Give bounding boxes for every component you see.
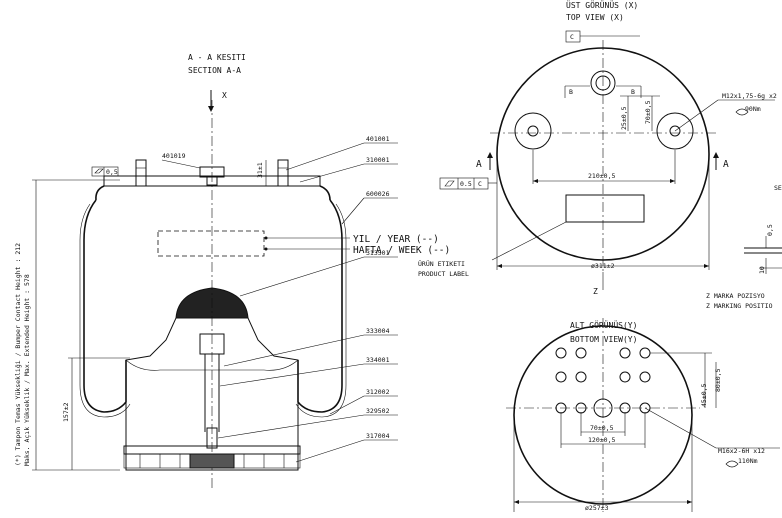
note-max-height: Maks. Açık Yükseklik / Max. Extended Hei… xyxy=(23,274,31,466)
dim-45: 45±0,5 xyxy=(700,383,708,407)
part-401019: 401019 xyxy=(162,152,186,160)
part-313501: 313501 xyxy=(366,249,390,257)
section-title-en: SECTION A-A xyxy=(188,66,241,75)
part-401001: 401001 xyxy=(366,135,390,143)
partial-dim-05: 0,5 xyxy=(766,224,774,236)
dim-157: 157±2 xyxy=(62,402,70,422)
bottom-view-title-en: BOTTOM VIEW(Y) xyxy=(570,335,637,344)
bottom-view-title-tr: ALT GÖRÜNÜS(Y) xyxy=(570,320,637,330)
z-marker: Z xyxy=(593,287,598,296)
z-marking-title-en: Z MARKING POSITIO xyxy=(706,302,773,310)
part-329502: 329502 xyxy=(366,407,390,415)
dim-diameter-top: ø311±2 xyxy=(591,262,615,270)
part-310001: 310001 xyxy=(366,156,390,164)
top-view: ÜST GÖRÜNÜS (X) TOP VIEW (X) C A A B B 2 xyxy=(418,0,777,296)
product-label-en: PRODUCT LABEL xyxy=(418,270,469,278)
part-600026: 600026 xyxy=(366,190,390,198)
part-334001: 334001 xyxy=(366,356,390,364)
part-317004: 317004 xyxy=(366,432,390,440)
part-312002: 312002 xyxy=(366,388,390,396)
dim-210: 210±0,5 xyxy=(588,172,615,180)
torque-icon-top xyxy=(735,108,749,116)
section-title-tr: A - A KESITI xyxy=(188,53,246,62)
stud-right-top xyxy=(656,112,694,150)
torque-top: 90Nm xyxy=(745,105,761,113)
dim-05-section: 0,5 xyxy=(106,168,118,176)
dim-80: 80±0,5 xyxy=(714,368,722,392)
part-333004: 333004 xyxy=(366,327,390,335)
x-marker: X xyxy=(222,91,227,100)
product-label-area xyxy=(565,194,645,223)
part-callouts: 401001 310001 600026 313501 333004 33400… xyxy=(217,135,398,463)
bellow-right xyxy=(297,199,343,413)
air-inlet-top xyxy=(590,70,616,96)
piston xyxy=(125,317,299,471)
dim-120: 120±0,5 xyxy=(588,436,615,444)
datum-c-box xyxy=(565,30,581,43)
partial-dim-10: 10 xyxy=(758,266,766,274)
note-bumper-height: (*) Tampon Temas Yüksekliği / Bumper Con… xyxy=(14,243,22,466)
date-marking-box xyxy=(157,230,265,257)
section-a-right: A xyxy=(723,159,729,170)
torque-bottom: 110Nm xyxy=(738,457,758,465)
z-marking-partial: SE Z MARKA POZISYO Z MARKING POSITIO 0,5… xyxy=(706,184,782,310)
datum-c: C xyxy=(570,33,574,41)
dim-diameter-bottom: ø257±3 xyxy=(585,504,609,512)
stud-left xyxy=(135,159,147,187)
stud-left-top xyxy=(514,112,552,150)
se-label: SE xyxy=(774,184,782,192)
top-view-title-en: TOP VIEW (X) xyxy=(566,13,624,22)
section-a-left: A xyxy=(476,159,482,170)
thread-top: M12x1,75-6g x2 xyxy=(722,92,777,100)
torque-icon-bottom xyxy=(725,460,739,468)
week-label: HAFTA / WEEK (--) xyxy=(353,245,450,256)
flatness-datum: C xyxy=(478,180,482,188)
dim-70-bottom: 70±0,5 xyxy=(590,424,614,432)
dim-25: 25±0,5 xyxy=(620,106,628,130)
dim-31: 31±1 xyxy=(256,162,264,178)
flatness-box xyxy=(439,177,489,190)
z-marking-title-tr: Z MARKA POZISYO xyxy=(706,292,765,300)
label-b-right: B xyxy=(631,88,635,96)
stud-right xyxy=(277,159,289,187)
bottom-view: ALT GÖRÜNÜS(Y) BOTTOM VIEW(Y) 80±0,5 45±… xyxy=(506,318,780,512)
view-arrow-head xyxy=(208,106,214,112)
flatness-box-section xyxy=(91,166,119,177)
product-label-tr: ÜRÜN ETIKETI xyxy=(418,259,465,268)
year-label: YIL / YEAR (--) xyxy=(353,234,439,245)
section-view: A - A KESITI SECTION A-A X (*) Tampon Te… xyxy=(14,53,450,490)
label-b-left: B xyxy=(569,88,573,96)
flatness-value: 0.5 xyxy=(460,180,472,188)
top-view-title-tr: ÜST GÖRÜNÜS (X) xyxy=(566,0,638,10)
thread-bottom: M16x2-6H x12 xyxy=(718,447,765,455)
dim-70-top: 70±0,5 xyxy=(644,100,652,124)
center-hole xyxy=(593,398,613,418)
bellow-left xyxy=(83,199,127,413)
